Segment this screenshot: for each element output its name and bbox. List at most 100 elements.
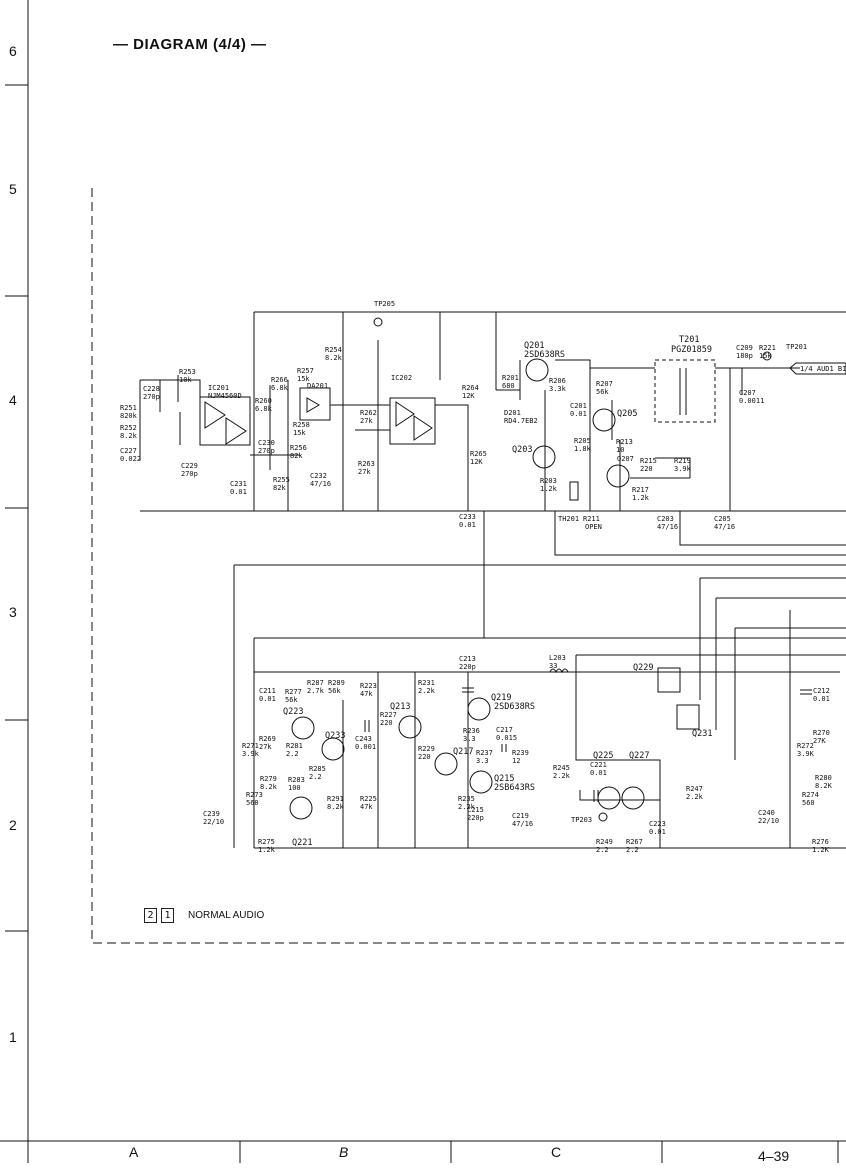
q217-ref: Q217 [453,747,473,757]
tp201-label: TP201 [786,343,807,351]
r245-ref: R245 [553,764,570,772]
c212-value: 0.01 [813,695,830,703]
t201-ref: T201 [679,335,699,345]
r237-ref: R237 [476,749,493,757]
q227-ref: Q227 [629,751,649,761]
c243-value: 0.001 [355,743,376,751]
r263-ref: R263 [358,460,375,468]
r201-ref: R201 [502,374,519,382]
r279-ref: R279 [260,775,277,783]
ic202-ref: IC202 [391,374,412,382]
c217-value: 0.015 [496,734,517,742]
mode-box-2: 2 [144,908,157,923]
r276-value: 1.2K [812,846,830,854]
r251-ref: R251 [120,404,137,412]
r283-value: 100 [288,784,301,792]
mode-indicator: 2 1 NORMAL AUDIO [144,908,264,923]
r287-value: 2.7k [307,687,325,695]
r215-value: 220 [640,465,653,473]
r205-value: 1.8k [574,445,592,453]
q223-ref: Q223 [283,707,303,717]
r213-value: 10 [616,446,624,454]
r265-value: 12K [470,458,483,466]
r255-value: 82k [273,484,286,492]
r258-value: 15k [293,429,306,437]
r223-value: 47k [360,690,373,698]
r262-value: 27k [360,417,373,425]
c227-value: 0.022 [120,455,141,463]
c228-value: 270p [143,393,160,401]
th201-ref: TH201 [558,515,579,523]
r279-value: 8.2k [260,783,278,791]
r260-value: 6.8k [255,405,273,413]
r211-ref: R211 [583,515,600,523]
col-label-c: C [551,1144,562,1160]
r280-value: 8.2K [815,782,833,790]
col-label-a: A [129,1144,139,1160]
q219-part: 2SD638RS [494,702,535,712]
r291-ref: R291 [327,795,344,803]
r245-value: 2.2k [553,772,571,780]
r253-ref: R253 [179,368,196,376]
r219-value: 3.9k [674,465,692,473]
r203-ref: R203 [540,477,557,485]
c240-value: 22/10 [758,817,779,825]
r249-ref: R249 [596,838,613,846]
r249-value: 2.2 [596,846,609,854]
c223-value: 0.01 [649,828,666,836]
r219-ref: R219 [674,457,691,465]
q215-ref: Q215 [494,774,514,784]
c203-ref: C203 [657,515,674,523]
page-title: — DIAGRAM (4/4) — [113,36,267,53]
r225-value: 47k [360,803,373,811]
r267-ref: R267 [626,838,643,846]
r247-ref: R247 [686,785,703,793]
r257-value: 15k [297,375,310,383]
ic201-ref: IC201 [208,384,229,392]
c221-ref: C221 [590,761,607,769]
r223-ref: R223 [360,682,377,690]
r274-ref: R274 [802,791,819,799]
r275-value: 1.2k [258,846,276,854]
c211-ref: C211 [259,687,276,695]
r272-ref: R272 [797,742,814,750]
r285-ref: R285 [309,765,326,773]
c232-value: 47/16 [310,480,331,488]
q231-ref: Q231 [692,729,712,739]
c205-ref: C205 [714,515,731,523]
c203-value: 47/16 [657,523,678,531]
r281-ref: R281 [286,742,303,750]
r221-ref: R221 [759,344,776,352]
c211-value: 0.01 [259,695,276,703]
row-label-5: 5 [9,181,17,197]
r265-ref: R265 [470,450,487,458]
r251-value: 820k [120,412,138,420]
r270-value: 27K [813,737,826,745]
r206-ref: R206 [549,377,566,385]
c239-ref: C239 [203,810,220,818]
r277-value: 56k [285,696,298,704]
r275-ref: R275 [258,838,275,846]
q207-ref: Q207 [617,455,634,463]
q219-ref: Q219 [491,693,511,703]
r267-value: 2.2 [626,846,639,854]
c217-ref: C217 [496,726,513,734]
r203-value: 1.2k [540,485,558,493]
r252-value: 8.2k [120,432,138,440]
r281-value: 2.2 [286,750,299,758]
r291-value: 8.2k [327,803,345,811]
col-label-b: B [339,1144,349,1160]
r213-ref: R213 [616,438,633,446]
c228-ref: C228 [143,385,160,393]
c212-ref: C212 [813,687,830,695]
r239-value: 12 [512,757,520,765]
r207-ref: R207 [596,380,613,388]
r272-value: 3.9K [797,750,815,758]
r273-value: 560 [246,799,259,807]
l203-ref: L203 [549,654,566,662]
t201-part: PGZ01859 [671,345,712,355]
r235-value: 2.2k [458,803,476,811]
c209-value: 180p [736,352,753,360]
row-label-6: 6 [9,43,17,59]
